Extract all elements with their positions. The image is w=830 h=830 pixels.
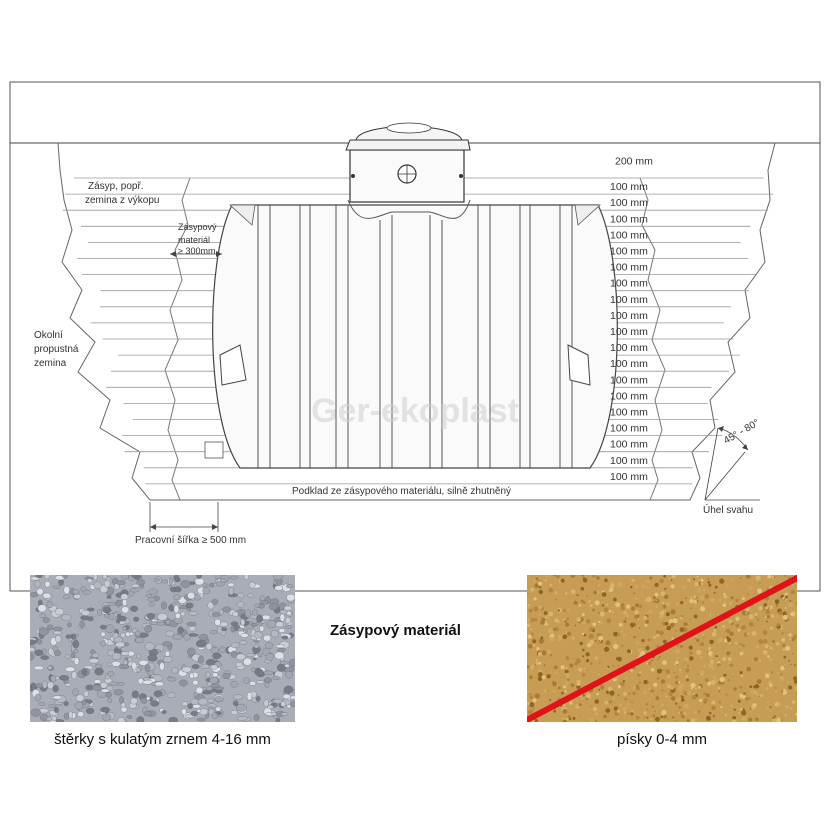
layer-thickness-label: 100 mm (610, 229, 648, 241)
layer-thickness-label: 100 mm (610, 439, 648, 451)
layer-thickness-label: 100 mm (610, 213, 648, 225)
cross-out-line (527, 575, 797, 722)
gravel-caption: štěrky s kulatým zrnem 4-16 mm (54, 731, 271, 748)
layer-thickness-label: 100 mm (610, 390, 648, 402)
layer-thickness-label: 100 mm (610, 245, 648, 257)
watermark: Ger-ekoplast (311, 392, 519, 430)
slope-label: Úhel svahu (703, 503, 753, 516)
layer-thickness-label: 100 mm (610, 471, 648, 483)
sand-caption: písky 0-4 mm (616, 731, 707, 748)
layer-thickness-label: 100 mm (610, 374, 648, 386)
backfill-boundary-right (639, 177, 666, 501)
slope-angle-indicator: 45° - 80° Úhel svahu (703, 418, 761, 516)
layer-thickness-label: 100 mm (610, 423, 648, 435)
gravel-photo (30, 575, 295, 722)
tank (204, 199, 618, 469)
layer-thickness-label: 100 mm (610, 262, 648, 274)
layer-thickness-label: 100 mm (610, 197, 648, 209)
layer-thickness-label: 100 mm (610, 294, 648, 306)
layer-thickness-labels: 200 mm 100 mm 100 mm 100 mm 100 mm 100 mm 100 … (610, 156, 653, 483)
materials-title: Zásypový materiál (330, 622, 461, 639)
layer-thickness-label: 100 mm (610, 342, 648, 354)
sand-photo (527, 575, 797, 722)
layer-thickness-label: 100 mm (610, 358, 648, 370)
layer-thickness-label: 100 mm (610, 310, 648, 322)
bedding-label: Podklad ze zásypového materiálu, silně z… (292, 486, 511, 497)
backfill-material-label: Zásypový materiál ≥ 300mm (178, 222, 219, 256)
tank-shaft (345, 122, 471, 203)
layer-thickness-label: 100 mm (610, 326, 648, 338)
diagram-frame (9, 81, 821, 592)
layer-thickness-label: 100 mm (610, 406, 648, 418)
layer-thickness-label: 100 mm (610, 278, 648, 290)
excavation-outline (57, 142, 776, 501)
working-width-label: Pracovní šířka ≥ 500 mm (135, 535, 246, 546)
backfill-boundary-left (164, 177, 191, 501)
installation-diagram: Ger-ekoplast 200 mm 100 mm 100 mm 100 mm 100… (9, 81, 821, 592)
layer-thickness-label: 100 mm (610, 455, 648, 467)
layer-thickness-label: 200 mm (615, 156, 653, 168)
backfill-top-label: Zásyp, popř. zemina z výkopu (85, 181, 159, 206)
surrounding-soil-label: Okolní propustná zemina (34, 330, 81, 369)
layer-thickness-label: 100 mm (610, 181, 648, 193)
